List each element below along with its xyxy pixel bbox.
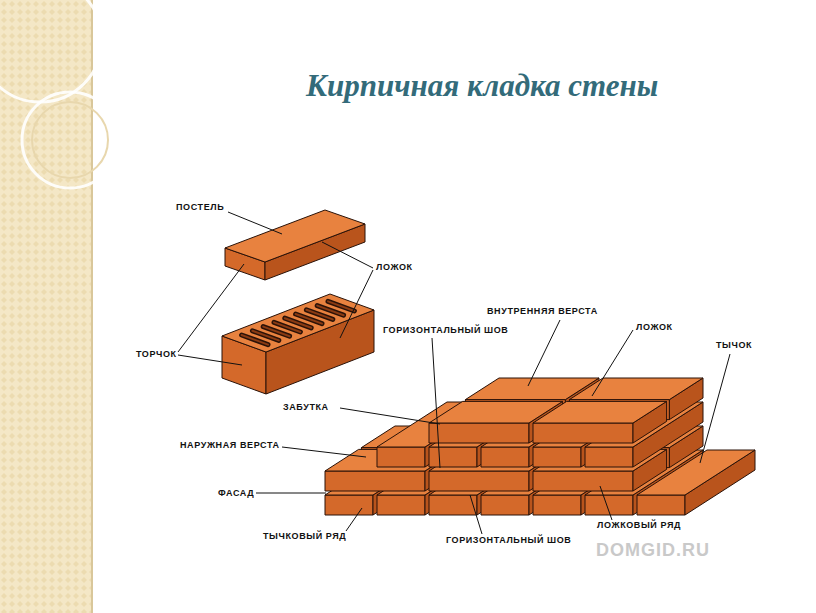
brick-hole — [328, 301, 354, 311]
part-label: ТЫЧОК — [716, 340, 752, 351]
wall-brick-front — [429, 471, 529, 491]
leader-line — [178, 264, 244, 352]
wall-brick-front — [533, 471, 633, 491]
part-label: ВНУТРЕННЯЯ ВЕРСТА — [487, 306, 598, 317]
leader-line — [322, 242, 373, 268]
brick-bed-face — [225, 210, 365, 262]
slide-title: Кирпичная кладка стены — [306, 68, 658, 104]
leader-line — [700, 354, 730, 463]
deco-circle — [32, 102, 108, 178]
part-label: ЛОЖОК — [376, 262, 413, 273]
wall-brick-top — [533, 401, 667, 423]
wall-brick-front — [533, 447, 581, 467]
part-label: ЛОЖОК — [636, 322, 673, 333]
wall-brick-front — [325, 495, 373, 515]
part-label: ГОРИЗОНТАЛЬНЫЙ ШОВ — [383, 325, 508, 336]
leader-line — [470, 495, 482, 534]
leader-line — [340, 408, 440, 424]
wall-brick-front — [429, 495, 477, 515]
strip-edge — [91, 0, 93, 613]
wall-brick-front — [429, 447, 477, 467]
part-label: ЛОЖКОВЫЙ РЯД — [597, 520, 681, 531]
leader-line — [346, 508, 362, 531]
leader-line — [528, 320, 560, 386]
leader-line — [178, 355, 242, 365]
wall-brick-front — [325, 471, 425, 491]
brick-hole — [328, 301, 354, 311]
wall-brick-front — [481, 495, 529, 515]
wall-brick-front — [429, 423, 529, 443]
leader-line — [592, 330, 633, 396]
wall-brick-front — [637, 495, 685, 515]
leader-line — [256, 493, 326, 494]
wall-brick-front — [377, 495, 425, 515]
part-label: ФАСАД — [218, 488, 254, 499]
wall-brick-front — [481, 447, 529, 467]
watermark: DOMGID.RU — [596, 540, 710, 560]
brick-bed-face — [222, 294, 374, 352]
part-label: ТОРЧОК — [136, 349, 177, 360]
deco-circle — [22, 92, 118, 188]
leader-line — [600, 486, 612, 520]
part-label: ЗАБУТКА — [283, 402, 329, 413]
wall-brick-front — [533, 423, 633, 443]
deco-circle — [0, 0, 102, 102]
leader-line — [282, 447, 366, 457]
wall-brick-front — [377, 447, 425, 467]
part-label: ГОРИЗОНТАЛЬНЫЙ ШОВ — [446, 535, 571, 546]
leader-line — [340, 270, 373, 338]
part-label: ТЫЧКОВЫЙ РЯД — [263, 531, 346, 542]
wall-brick-front — [585, 447, 633, 467]
leader-line — [432, 338, 440, 468]
wall-brick-top — [569, 378, 703, 400]
leader-line — [228, 212, 282, 234]
part-label: ПОСТЕЛЬ — [176, 202, 224, 213]
part-label: НАРУЖНАЯ ВЕРСТА — [180, 440, 280, 451]
wall-brick-front — [533, 495, 581, 515]
